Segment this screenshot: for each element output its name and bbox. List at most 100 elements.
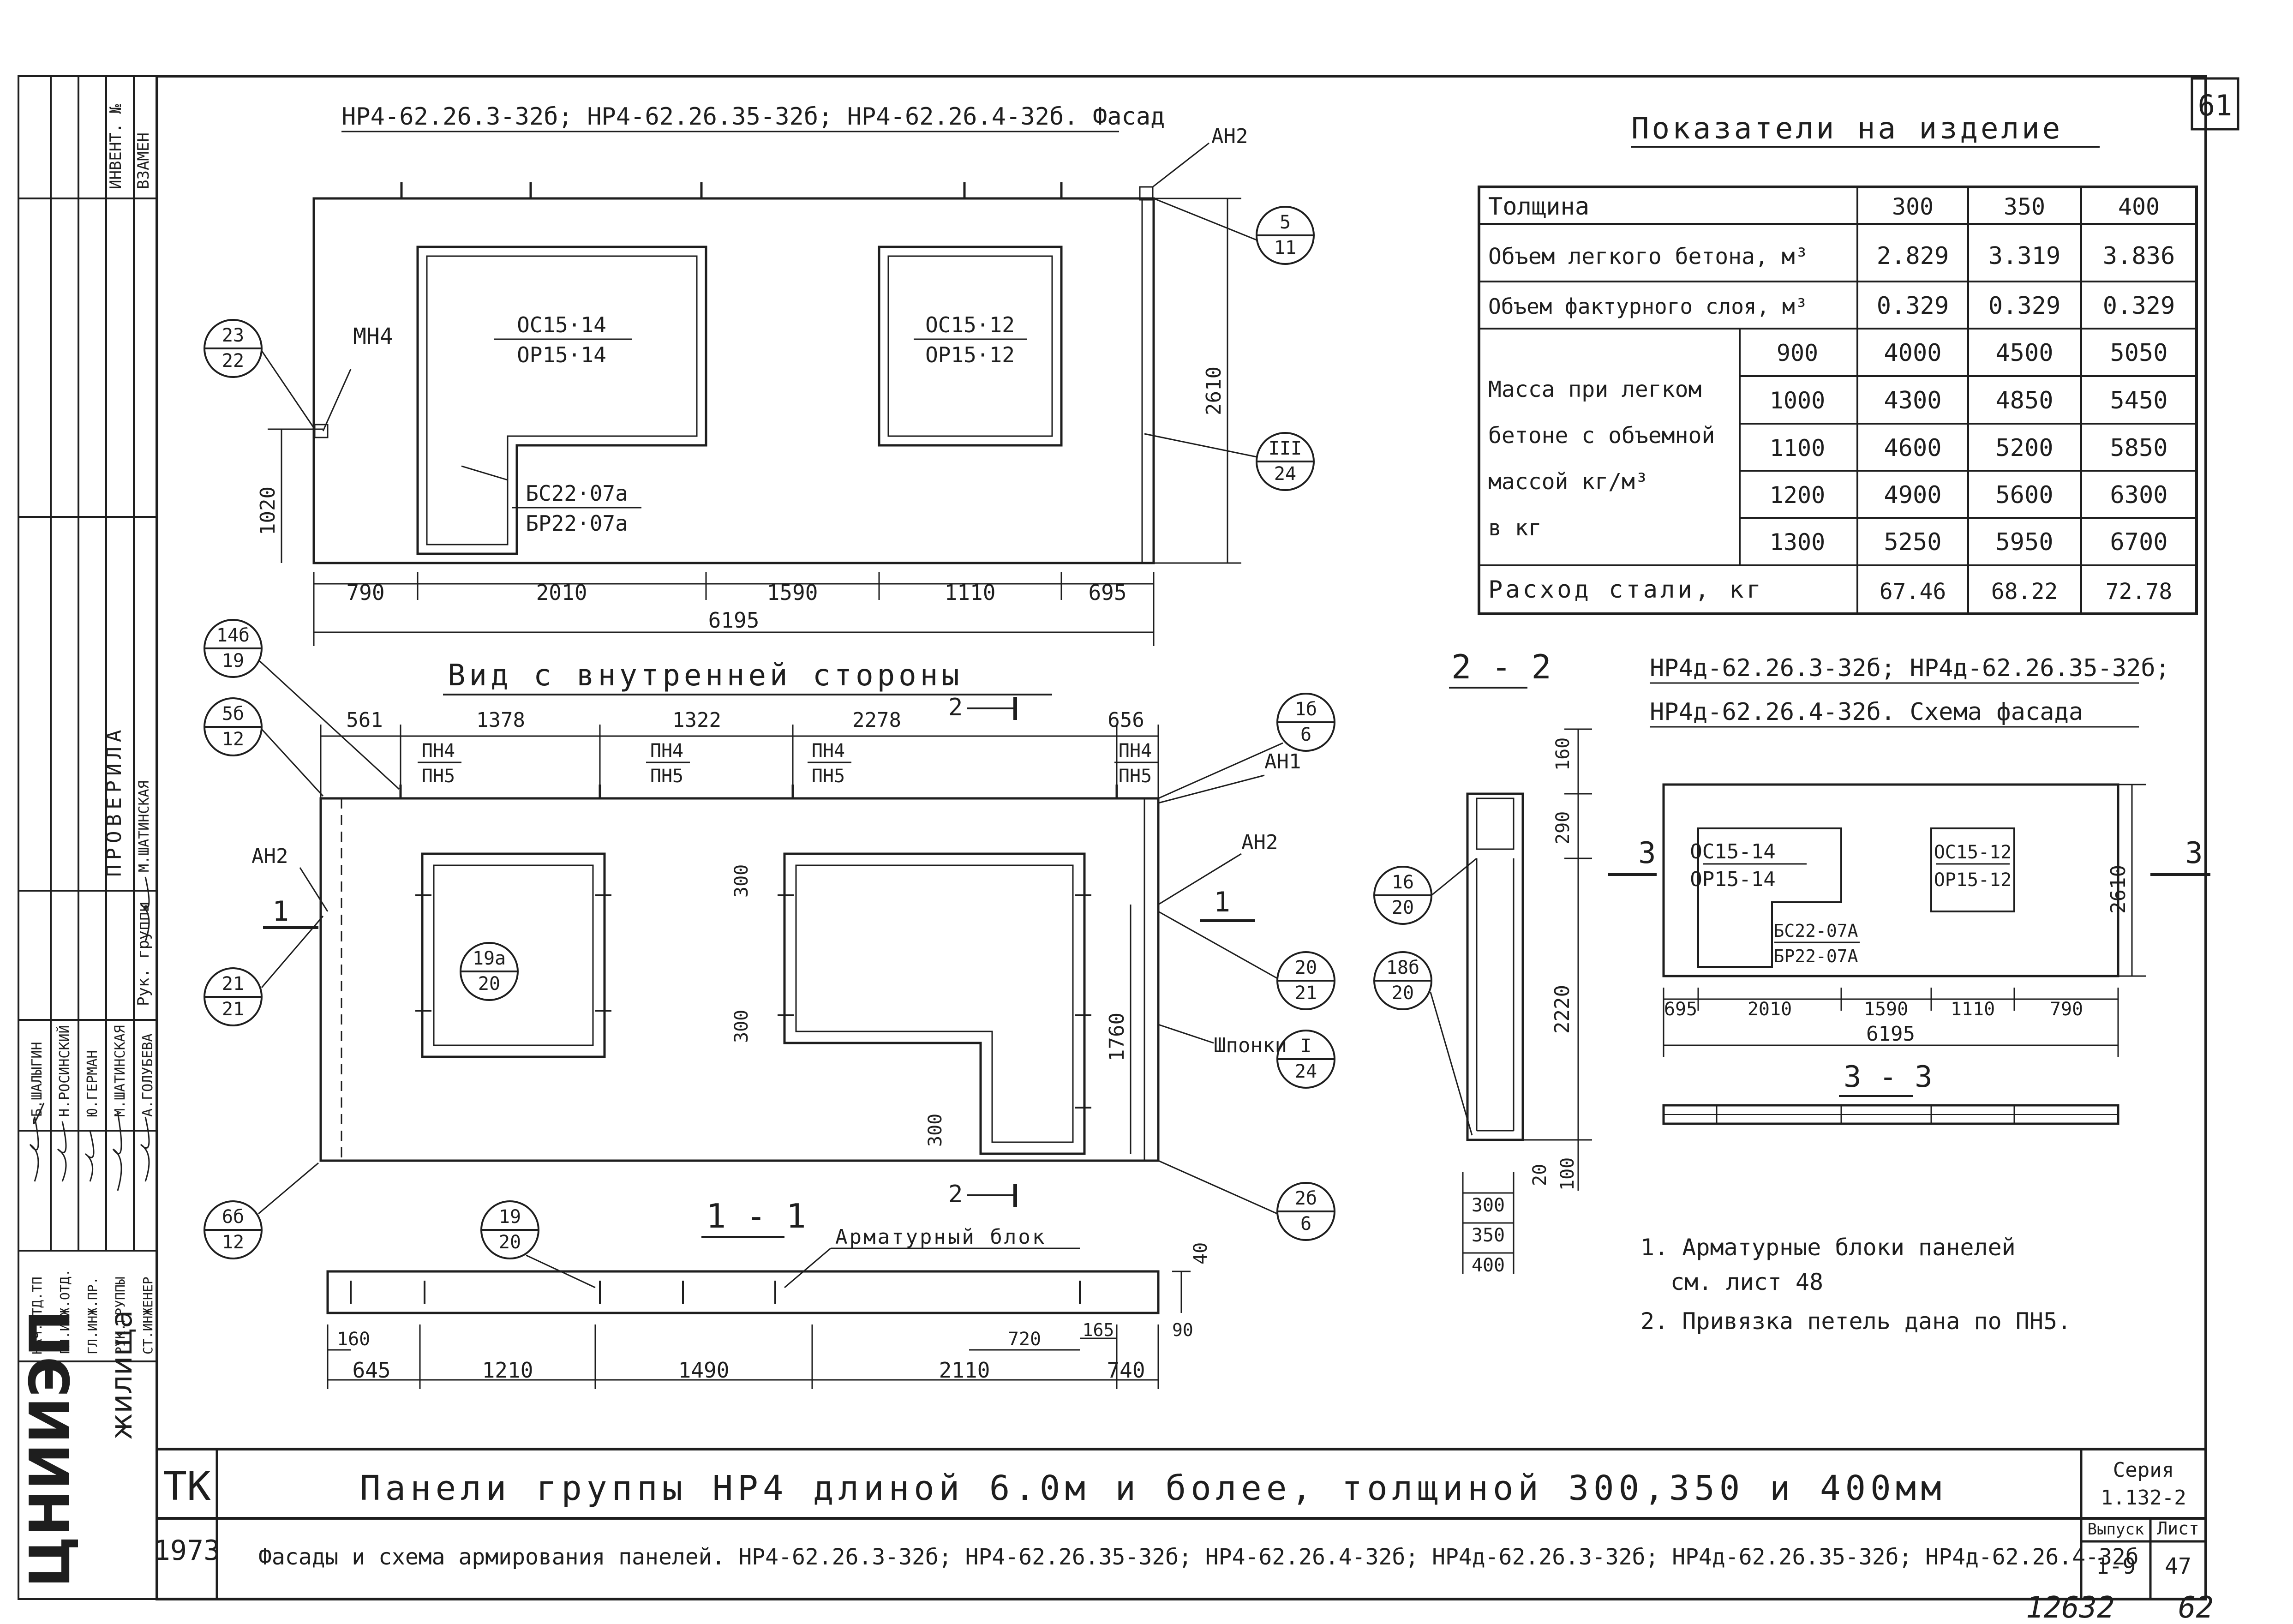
window-door-opening <box>416 246 707 555</box>
value: 0.329 <box>1988 292 2061 320</box>
signatures <box>29 876 150 1191</box>
callout-num: 1б <box>1295 699 1317 720</box>
vyp-label: Выпуск <box>2088 1520 2144 1539</box>
org-sub: жилища <box>105 1310 139 1440</box>
window-mark: ОС15·12 <box>925 312 1015 337</box>
mass: 5850 <box>2110 434 2167 462</box>
callout-num: I <box>1300 1036 1311 1057</box>
inner-view-title: Вид с внутренней стороны <box>448 659 963 693</box>
facade-scheme: НР4д-62.26.3-32б; НР4д-62.26.35-32б; НР4… <box>1608 654 2210 1125</box>
rukgr-name: М.ШАТИНСКАЯ <box>136 780 152 872</box>
stamp-vzamen-label: ВЗАМЕН <box>134 132 153 189</box>
loop-mark: ПН5 <box>812 766 845 787</box>
dim: 20 <box>1529 1164 1551 1186</box>
section-mark: 1 <box>1214 886 1230 918</box>
archive-number-2: 62 <box>2178 1591 2214 1624</box>
value: 68.22 <box>1991 579 2058 605</box>
dim: 1110 <box>1951 999 1995 1020</box>
value: 3.836 <box>2103 242 2175 270</box>
callout-sheet: 6 <box>1300 1213 1311 1234</box>
callout-sheet: 20 <box>499 1232 521 1253</box>
section-mark: 1 <box>272 895 289 928</box>
loop-mark: ПН4 <box>422 740 455 761</box>
an2-label: АН2 <box>251 845 288 868</box>
dim: 561 <box>346 708 383 732</box>
dim-height: 2610 <box>1202 366 1226 415</box>
section-2-2: 2 - 2 160 290 2220 20 100 300 350 <box>1373 647 1592 1276</box>
list-label: Лист <box>2157 1518 2199 1539</box>
facade-title: НР4-62.26.3-32б; НР4-62.26.35-32б; НР4-6… <box>341 103 1165 131</box>
callout-num: 20 <box>1295 957 1317 978</box>
dim: 160 <box>337 1329 370 1350</box>
sheet-number-box: 61 <box>2191 77 2239 131</box>
door-mark: БС22-07А <box>1773 921 1858 941</box>
value: 72.78 <box>2106 579 2173 605</box>
mass: 5600 <box>1995 481 2053 509</box>
window-mark: ОР15-12 <box>1934 869 2012 891</box>
seria-label: Серия <box>2113 1458 2174 1482</box>
mass: 5050 <box>2110 339 2167 367</box>
row-label: Объем легкого бетона, м³ <box>1488 244 1808 270</box>
value: 67.46 <box>1880 579 1946 605</box>
seria-value: 1.132-2 <box>2101 1486 2186 1510</box>
door-mark: БР22-07А <box>1773 946 1858 966</box>
tk-year-cells: ТК 1973 <box>154 1449 221 1599</box>
thickness: 300 <box>1892 193 1934 220</box>
facade-drawing: НР4-62.26.3-32б; НР4-62.26.35-32б; НР4-6… <box>204 103 1315 646</box>
mass-rows: 900 4000 4500 5050 1000 4300 4850 5450 1… <box>1770 339 2168 556</box>
dim: 40 <box>1190 1242 1211 1264</box>
list-value: 47 <box>2165 1553 2191 1579</box>
facade-panel <box>312 197 1155 564</box>
callout-num: 5б <box>222 703 244 725</box>
callout-sheet: 24 <box>1274 463 1296 485</box>
section-mark: 2 <box>948 1181 963 1208</box>
callout-num: 18б <box>1386 957 1419 978</box>
section-mark: 3 <box>2185 836 2203 870</box>
callout-sheet: 20 <box>478 973 500 995</box>
loop-mark: ПН4 <box>812 740 845 761</box>
dim-total: 6195 <box>708 608 760 633</box>
mass: 4900 <box>1884 481 1941 509</box>
vyp-value: 1-9 <box>2096 1553 2136 1579</box>
dim: 1378 <box>476 708 525 732</box>
door-mark: БР22·07а <box>526 511 628 536</box>
dim: 2220 <box>1551 985 1574 1034</box>
callout-num: 19 <box>499 1206 521 1228</box>
dim: 90 <box>1172 1320 1193 1340</box>
callout-sheet: 20 <box>1392 897 1414 918</box>
staff-name: М.ШАТИНСКАЯ <box>112 1025 128 1117</box>
callout-sheet: 20 <box>1392 983 1414 1004</box>
mass: 4300 <box>1884 387 1941 414</box>
window-mark: ОС15-12 <box>1934 842 2012 863</box>
callout-num: 19а <box>473 948 506 969</box>
mass: 5950 <box>1995 528 2053 556</box>
mass: 4500 <box>1995 339 2053 367</box>
mass-label: в кг <box>1488 515 1542 541</box>
loop-mark: ПН5 <box>422 766 455 787</box>
dim: 790 <box>346 580 384 605</box>
thickness: 400 <box>2118 193 2160 220</box>
door-mark: БС22·07а <box>526 481 628 506</box>
notes: 1. Арматурные блоки панелей см. лист 48 … <box>1640 1234 2071 1335</box>
callout-sheet: 21 <box>1295 983 1317 1004</box>
callout-num: 14б <box>216 625 250 646</box>
callout-num: 5 <box>1280 212 1291 233</box>
dim: 2010 <box>1748 999 1792 1020</box>
row-label: Толщина <box>1488 193 1589 221</box>
mass: 6700 <box>2110 528 2167 556</box>
callout-num: 21 <box>222 973 244 995</box>
mass: 4000 <box>1884 339 1941 367</box>
density: 1100 <box>1770 435 1825 461</box>
dim: 645 <box>352 1358 390 1383</box>
dim: 720 <box>1008 1329 1041 1350</box>
staff-name: А.ГОЛУБЕВА <box>140 1033 156 1117</box>
year-label: 1973 <box>154 1534 221 1567</box>
callout-sheet: 24 <box>1295 1061 1317 1082</box>
dim: 1322 <box>672 708 721 732</box>
dim: 2110 <box>939 1358 990 1383</box>
mass-label: массой кг/м³ <box>1488 469 1648 495</box>
dim: 656 <box>1108 708 1144 732</box>
window-mark: ОС15-14 <box>1690 840 1775 863</box>
dim: 1490 <box>678 1358 730 1383</box>
mass-label: бетоне с объемной <box>1488 423 1715 449</box>
